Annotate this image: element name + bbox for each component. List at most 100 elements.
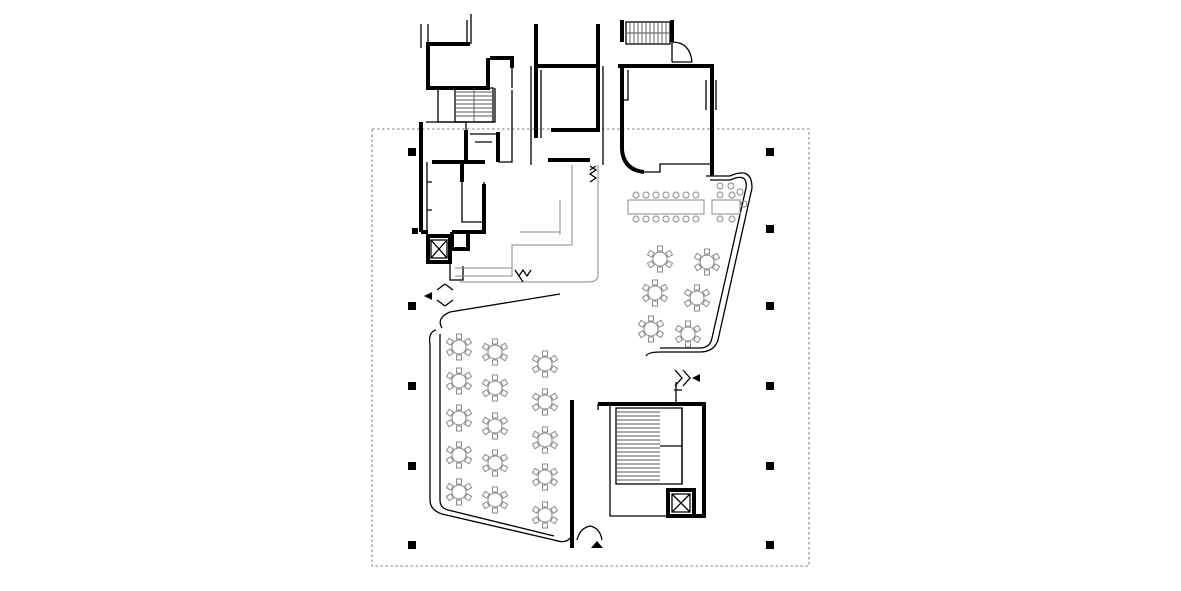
chair [662, 191, 670, 199]
chair [492, 359, 498, 366]
chair [542, 522, 548, 529]
chair [549, 441, 559, 450]
entrance-arrow-east [692, 374, 700, 382]
chair [531, 354, 541, 363]
table-top [487, 344, 503, 360]
chair [499, 501, 509, 510]
chair [492, 395, 498, 402]
chair [456, 441, 462, 448]
building-outline [371, 128, 810, 567]
chair [531, 392, 541, 401]
table-top [487, 492, 503, 508]
left-round-table-9 [531, 426, 559, 454]
chair [499, 353, 509, 362]
chair [549, 392, 559, 401]
banquet-top [627, 199, 705, 215]
column-10 [408, 541, 416, 549]
chair [492, 374, 498, 381]
chair [499, 427, 509, 436]
column-11 [766, 541, 774, 549]
chair [682, 191, 690, 199]
chair [674, 324, 684, 333]
staircase-upper-right [625, 21, 671, 45]
chair [542, 501, 548, 508]
staircase-lower-right [615, 407, 683, 485]
chair [445, 419, 455, 428]
chair [701, 288, 711, 297]
elevator-upper-left [426, 234, 452, 264]
table-top [451, 373, 467, 389]
chair [481, 342, 491, 351]
chair [642, 191, 650, 199]
chair [642, 215, 650, 223]
banquet-side-chairs [716, 182, 748, 208]
chair [463, 456, 473, 465]
chair [646, 249, 656, 258]
chair [456, 462, 462, 469]
chair [463, 408, 473, 417]
chair [716, 191, 724, 199]
left-round-table-12 [531, 463, 559, 491]
chair [499, 378, 509, 387]
chair [463, 348, 473, 357]
chair [716, 182, 724, 190]
chair [632, 191, 640, 199]
table-top [643, 321, 659, 337]
chair [652, 300, 658, 307]
chair [463, 419, 473, 428]
chair [637, 319, 647, 328]
chair [704, 269, 710, 276]
chair [657, 266, 663, 273]
table-top [451, 447, 467, 463]
chair [481, 427, 491, 436]
chair [685, 320, 691, 327]
entrance-arrow-west [424, 292, 432, 300]
chair [481, 353, 491, 362]
chair [456, 367, 462, 374]
chair [456, 499, 462, 506]
column-1 [408, 148, 416, 156]
chair [549, 505, 559, 514]
left-round-table-5 [481, 374, 509, 402]
chair [492, 470, 498, 477]
chair [727, 182, 735, 190]
table-top [537, 432, 553, 448]
column-3 [766, 225, 774, 233]
chair [664, 260, 674, 269]
lobby-corridor [455, 165, 599, 283]
chair [542, 447, 548, 454]
table-top [647, 285, 663, 301]
left-round-table-15 [531, 501, 559, 529]
chair [492, 412, 498, 419]
chair [499, 342, 509, 351]
chair [531, 430, 541, 439]
column-4 [408, 302, 416, 310]
chair [492, 486, 498, 493]
chair [456, 425, 462, 432]
chair [632, 215, 640, 223]
chair [481, 464, 491, 473]
left-round-table-4 [445, 367, 473, 395]
chair [549, 403, 559, 412]
chair [463, 371, 473, 380]
elevator-lower-right [666, 488, 696, 518]
chair [672, 215, 680, 223]
left-round-table-1 [445, 333, 473, 361]
chair [652, 215, 660, 223]
chair [683, 288, 693, 297]
chair [648, 336, 654, 343]
right-round-table-3 [641, 279, 669, 307]
table-top [451, 410, 467, 426]
left-round-table-3 [531, 350, 559, 378]
chair [704, 248, 710, 255]
chair [531, 516, 541, 525]
chair [736, 188, 744, 196]
chair [456, 404, 462, 411]
chair [711, 252, 721, 261]
banquet-tables [627, 182, 748, 223]
chair [531, 505, 541, 514]
chair [662, 215, 670, 223]
service-core-lower-right [570, 382, 706, 548]
column-6 [408, 382, 416, 390]
